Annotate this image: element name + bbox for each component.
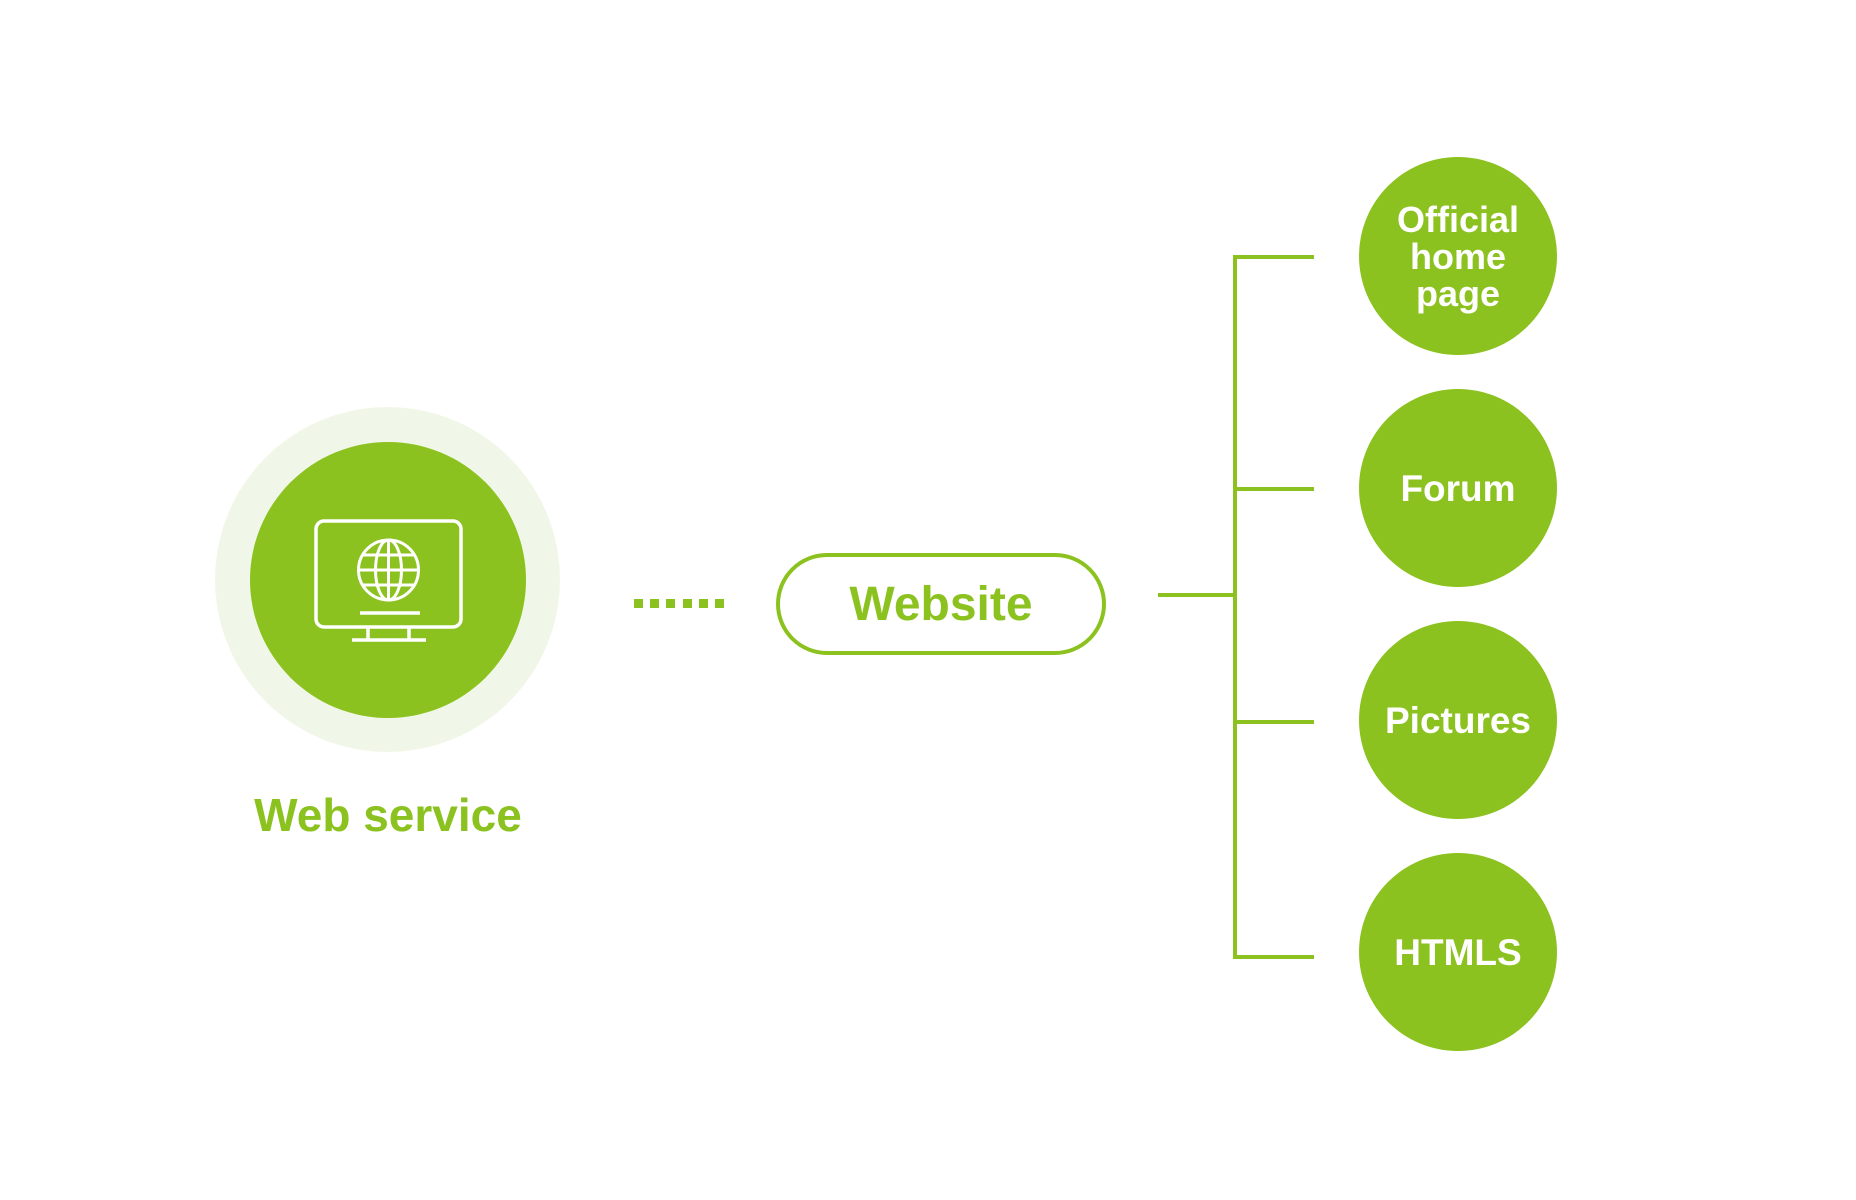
- branch-label: Official home page: [1396, 198, 1520, 314]
- branch-node-htmls: HTMLS: [1359, 853, 1557, 1051]
- branch-label: HTMLS: [1394, 931, 1522, 973]
- branch-label: Pictures: [1384, 699, 1531, 741]
- branch-node-official-home-page: Official home page: [1359, 157, 1557, 355]
- website-pill: Website: [776, 553, 1106, 655]
- web-service-label: Web service: [254, 789, 522, 841]
- branch-node-pictures: Pictures: [1359, 621, 1557, 819]
- monitor-globe-icon: [314, 519, 463, 642]
- branch-label: Forum: [1400, 467, 1516, 509]
- branch-node-forum: Forum: [1359, 389, 1557, 587]
- dotted-connector: [634, 599, 724, 609]
- branch-tree-connector: [1158, 255, 1314, 959]
